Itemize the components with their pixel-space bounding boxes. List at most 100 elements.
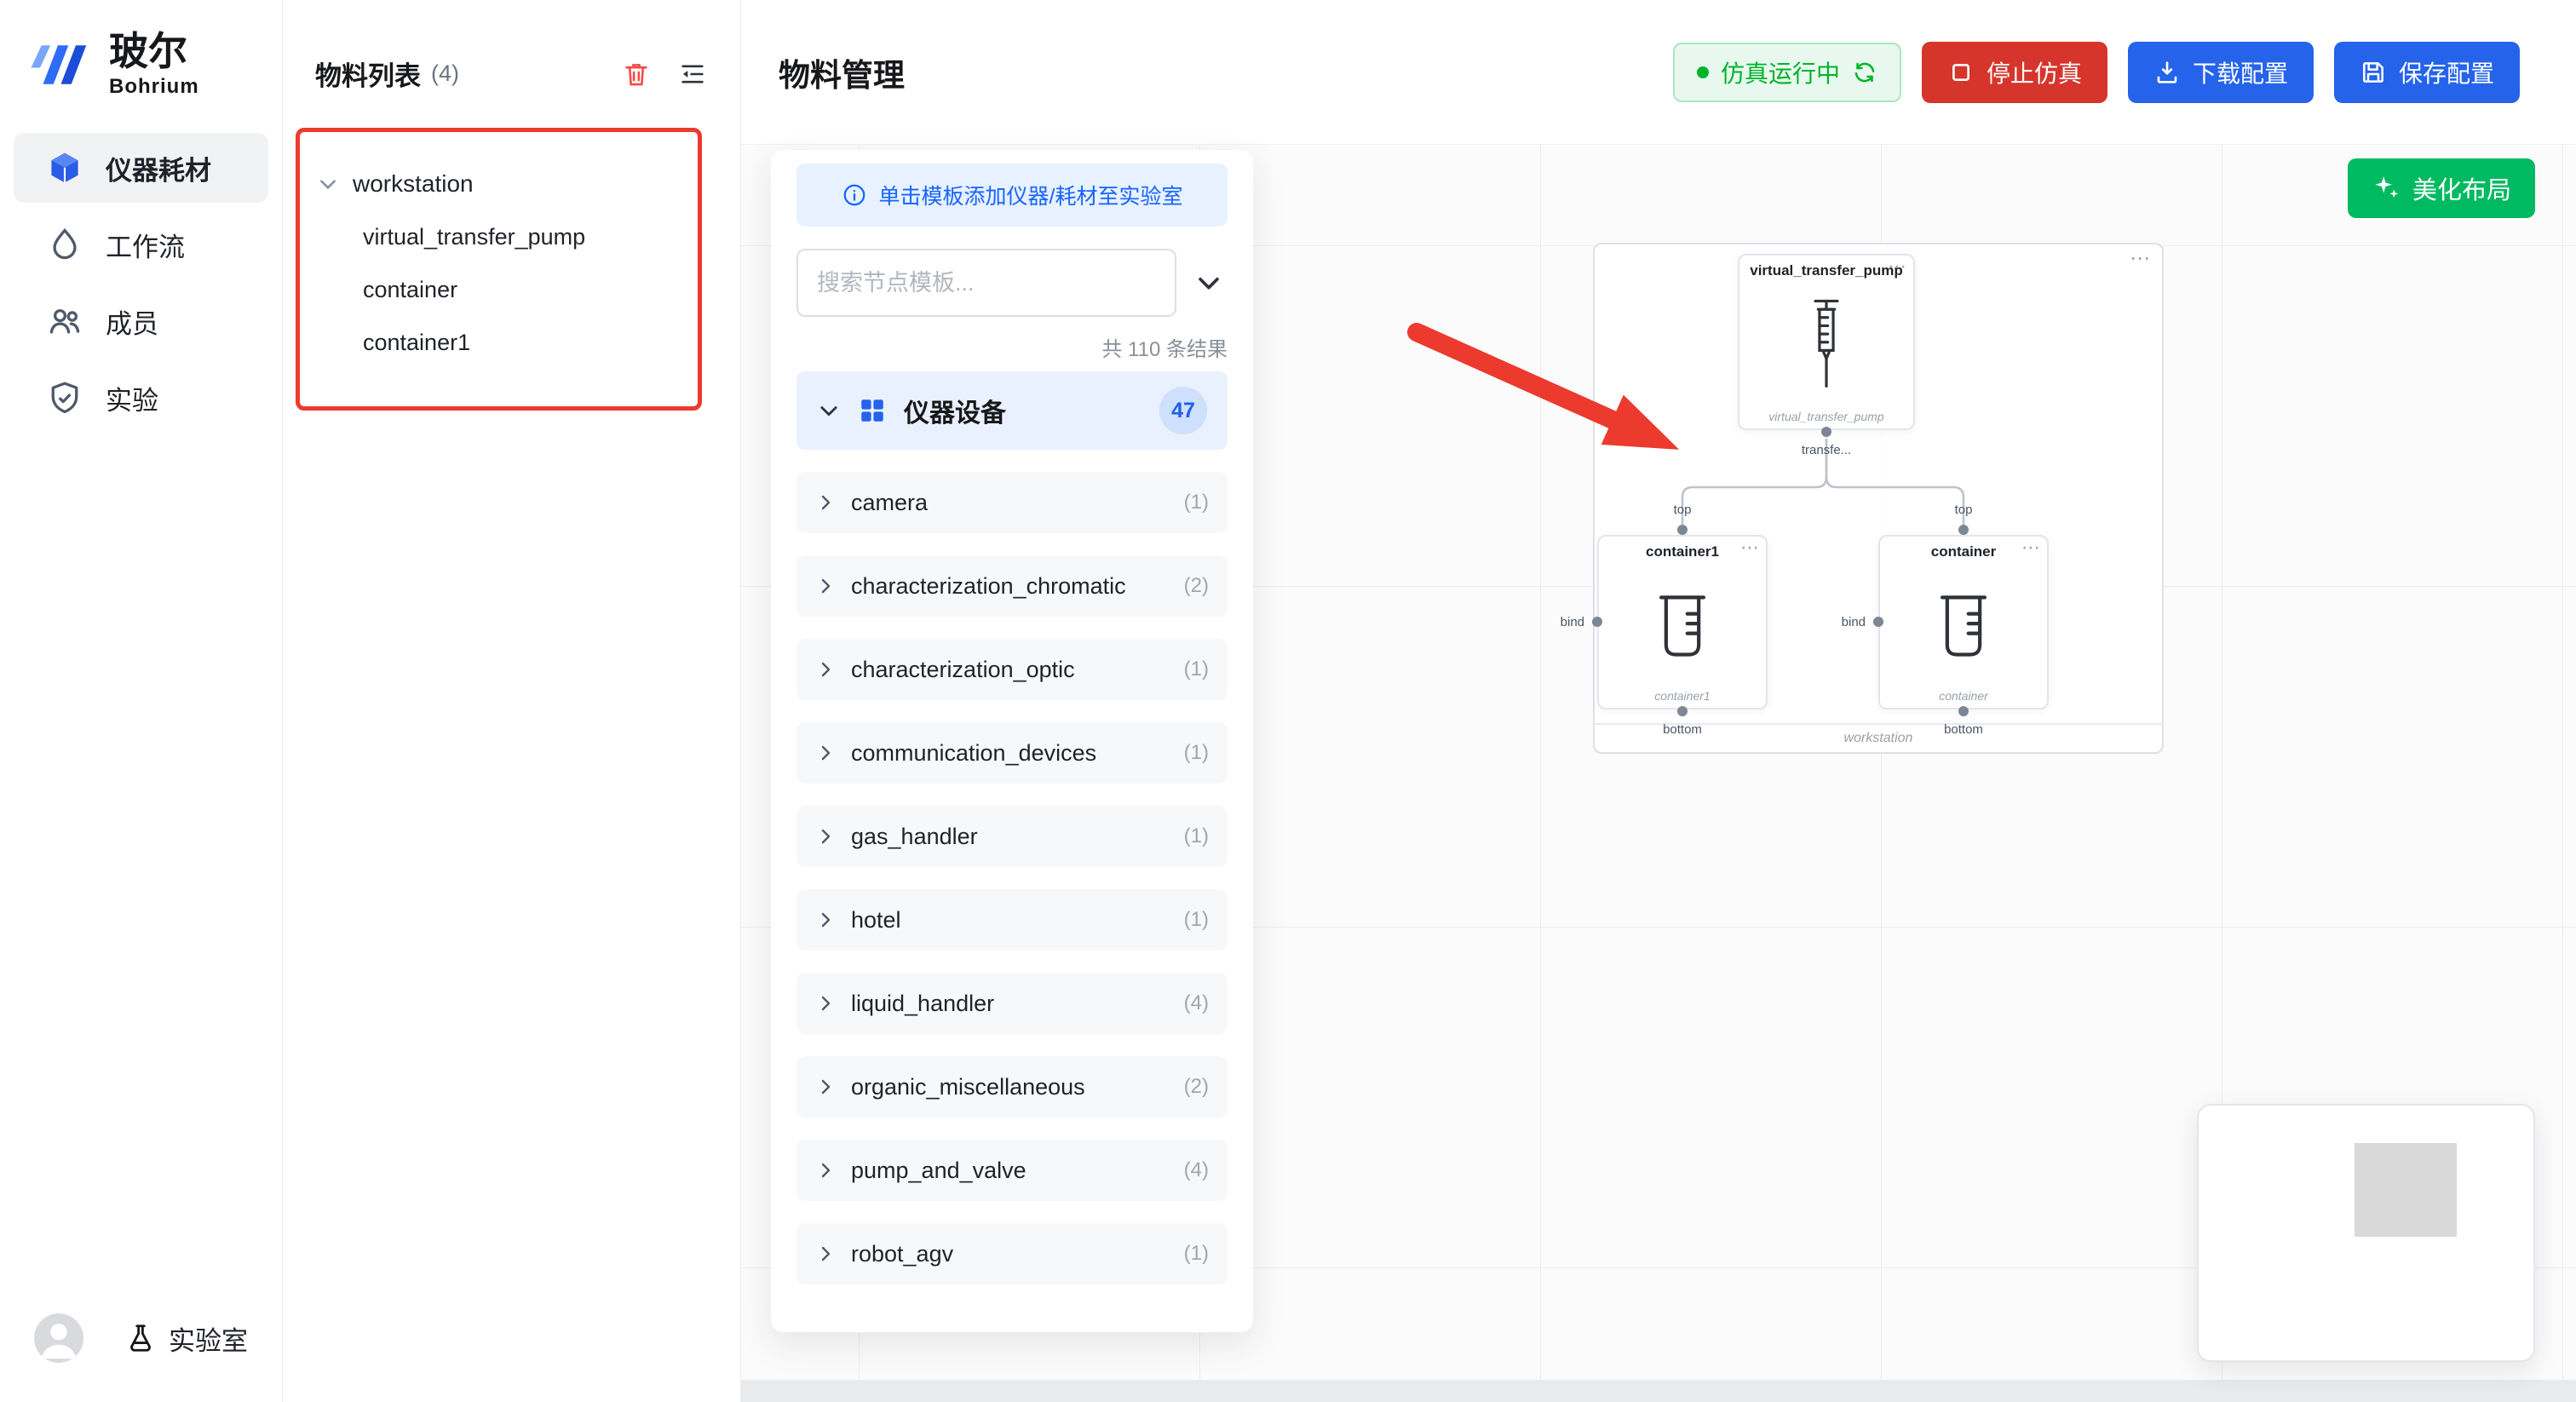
droplet-icon: [46, 226, 83, 263]
tree-node-label: virtual_transfer_pump: [363, 223, 586, 250]
port-label-top: top: [1673, 503, 1692, 517]
lab-label: 实验室: [169, 1325, 248, 1356]
save-button-label: 保存配置: [2398, 60, 2494, 87]
template-item-characterization-chromatic[interactable]: characterization_chromatic (2): [796, 555, 1228, 617]
tree-node-label: container: [363, 276, 458, 302]
tree-node-label: workstation: [353, 170, 474, 197]
chevron-right-icon: [815, 1077, 836, 1097]
stop-simulation-button[interactable]: 停止仿真: [1921, 41, 2107, 103]
sparkle-icon: [2372, 174, 2401, 203]
app-sidebar: 玻尔 Bohrium 仪器耗材 工作流: [0, 0, 283, 1402]
node-sublabel: container: [1939, 689, 1988, 703]
simulation-status-badge[interactable]: 仿真运行中: [1672, 42, 1901, 102]
download-icon: [2153, 59, 2181, 86]
chevron-right-icon: [815, 1160, 836, 1181]
canvas-bottom-edge: [741, 1380, 2576, 1402]
template-item-label: pump_and_valve: [851, 1157, 1026, 1183]
sidebar-item-label: 实验: [106, 385, 158, 416]
category-instruments[interactable]: 仪器设备 47: [796, 371, 1228, 450]
results-summary: 共 110 条结果: [1101, 338, 1228, 361]
node-menu-ellipsis-icon[interactable]: ⋯: [1740, 537, 1759, 558]
category-label: 仪器设备: [904, 399, 1006, 428]
sidebar-item-workflow[interactable]: 工作流: [14, 210, 268, 279]
collapse-tree-icon[interactable]: [676, 57, 710, 91]
materials-panel: 物料列表 (4) workstation v: [283, 0, 741, 1402]
sidebar-nav: 仪器耗材 工作流 成员: [0, 133, 282, 433]
node-menu-ellipsis-icon[interactable]: ⋯: [1888, 256, 1906, 277]
download-config-button[interactable]: 下载配置: [2127, 41, 2314, 103]
shield-icon: [46, 379, 83, 417]
template-item-camera[interactable]: camera (1): [796, 472, 1228, 533]
tree-node-container[interactable]: container: [317, 263, 715, 316]
port-label-bind: bind: [1560, 615, 1584, 629]
info-icon: [842, 182, 867, 208]
node-virtual-transfer-pump[interactable]: virtual_transfer_pump ⋯ virtual_transfer…: [1738, 254, 1915, 430]
status-dot-icon: [1696, 66, 1709, 78]
avatar[interactable]: [34, 1313, 83, 1363]
chevron-down-icon[interactable]: [317, 173, 339, 195]
chevron-right-icon: [815, 492, 836, 513]
materials-tree: workstation virtual_transfer_pump contai…: [283, 93, 740, 369]
tree-node-virtual-transfer-pump[interactable]: virtual_transfer_pump: [317, 210, 715, 263]
beautify-layout-button[interactable]: 美化布局: [2347, 158, 2535, 218]
tree-node-container1[interactable]: container1: [317, 316, 715, 369]
lab-switcher[interactable]: 实验室: [124, 1319, 248, 1358]
sidebar-item-members[interactable]: 成员: [14, 286, 268, 356]
chevron-right-icon: [815, 743, 836, 763]
group-label: workstation: [1595, 723, 2162, 752]
stop-button-label: 停止仿真: [1986, 60, 2082, 87]
status-label: 仿真运行中: [1720, 60, 1840, 87]
template-item-label: camera: [851, 489, 929, 515]
template-item-gas-handler[interactable]: gas_handler (1): [796, 806, 1228, 867]
template-item-label: robot_agv: [851, 1240, 954, 1267]
beaker-icon: [1880, 569, 2047, 681]
tree-node-workstation[interactable]: workstation: [317, 158, 715, 210]
port-dot[interactable]: [1592, 617, 1602, 627]
port-label-bind: bind: [1841, 615, 1866, 629]
materials-panel-header: 物料列表 (4): [283, 0, 740, 93]
tree-node-label: container1: [363, 329, 471, 355]
template-item-communication-devices[interactable]: communication_devices (1): [796, 722, 1228, 784]
port-dot[interactable]: [1958, 525, 1969, 535]
template-item-count: (1): [1183, 908, 1209, 931]
template-item-count: (1): [1183, 741, 1209, 764]
template-item-count: (1): [1183, 1242, 1209, 1265]
template-item-count: (4): [1183, 1158, 1209, 1181]
save-config-button[interactable]: 保存配置: [2333, 41, 2520, 103]
port-dot[interactable]: [1677, 706, 1688, 716]
minimap[interactable]: [2197, 1104, 2535, 1362]
template-item-label: organic_miscellaneous: [851, 1073, 1085, 1100]
template-item-label: liquid_handler: [851, 990, 995, 1016]
cube-icon: [46, 149, 83, 187]
minimap-viewport[interactable]: [2355, 1143, 2457, 1237]
group-menu-ellipsis-icon[interactable]: ⋯: [2130, 247, 2150, 270]
template-item-liquid-handler[interactable]: liquid_handler (4): [796, 973, 1228, 1034]
chevron-right-icon: [815, 659, 836, 680]
delete-icon[interactable]: [619, 57, 653, 91]
sidebar-item-instruments[interactable]: 仪器耗材: [14, 133, 268, 203]
template-item-pump-and-valve[interactable]: pump_and_valve (4): [796, 1140, 1228, 1201]
template-item-characterization-optic[interactable]: characterization_optic (1): [796, 639, 1228, 700]
template-hint-banner[interactable]: 单击模板添加仪器/耗材至实验室: [796, 164, 1228, 227]
node-container1[interactable]: container1 ⋯ container1: [1597, 535, 1768, 710]
port-label-bottom: bottom: [1663, 722, 1702, 737]
port-dot[interactable]: [1821, 427, 1831, 437]
search-input[interactable]: [796, 249, 1176, 317]
chevron-right-icon: [815, 993, 836, 1014]
template-item-hotel[interactable]: hotel (1): [796, 889, 1228, 951]
template-item-organic-miscellaneous[interactable]: organic_miscellaneous (2): [796, 1056, 1228, 1118]
port-dot[interactable]: [1958, 706, 1969, 716]
sidebar-footer: 实验室: [0, 1288, 282, 1402]
template-item-robot-agv[interactable]: robot_agv (1): [796, 1223, 1228, 1284]
port-dot[interactable]: [1873, 617, 1883, 627]
people-icon: [46, 302, 83, 340]
chevron-down-icon[interactable]: [1190, 264, 1228, 302]
node-menu-ellipsis-icon[interactable]: ⋯: [2021, 537, 2040, 558]
port-dot[interactable]: [1677, 525, 1688, 535]
brand-subtitle: Bohrium: [109, 75, 199, 99]
template-item-label: hotel: [851, 906, 901, 933]
node-container[interactable]: container ⋯ container: [1878, 535, 2049, 710]
search-row: [796, 249, 1228, 317]
refresh-icon[interactable]: [1852, 60, 1877, 85]
sidebar-item-experiments[interactable]: 实验: [14, 363, 268, 433]
